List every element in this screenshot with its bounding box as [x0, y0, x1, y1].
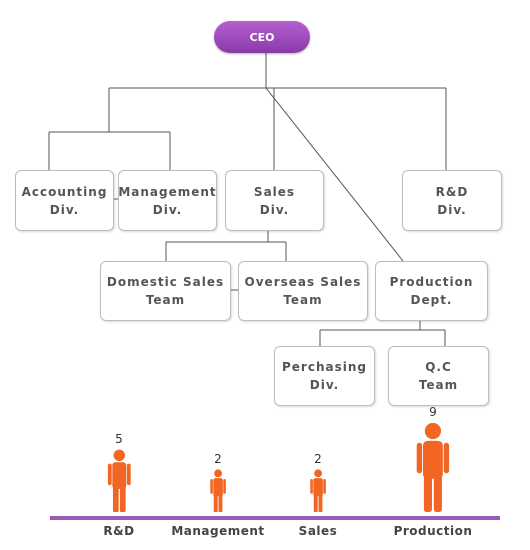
node-label-line1: Perchasing [282, 360, 367, 374]
node-label-line1: Q.C [425, 360, 452, 374]
node-label-line2: Div. [437, 202, 467, 217]
node-label-line2: Div. [259, 202, 290, 217]
headcount-label: 2 [314, 451, 322, 466]
node-purchasing-div: Perchasing Div. [274, 346, 375, 406]
headcount-label: 9 [429, 405, 437, 419]
node-label-line1: R&D [435, 184, 469, 199]
node-sales-div: Sales Div. [225, 170, 324, 231]
node-overseas-sales-team: Overseas Sales Team [238, 261, 368, 321]
node-production-dept: Production Dept. [375, 261, 488, 321]
category-label: R&D [103, 524, 135, 538]
node-label-line2: Team [283, 293, 323, 307]
node-label-line2: Div. [309, 378, 340, 392]
node-accounting-div: Accounting Div. [15, 170, 114, 231]
pictograph-baseline [50, 516, 500, 520]
node-management-div: Management Div. [118, 170, 217, 231]
node-label-line1: Accounting [21, 184, 108, 199]
node-label-line2: Div. [49, 202, 80, 217]
node-rnd-div: R&D Div. [402, 170, 502, 231]
node-label-line2: Div. [152, 202, 183, 217]
person-icon [210, 469, 226, 512]
node-label-line1: Sales [253, 184, 296, 199]
ceo-node: CEO [214, 21, 310, 53]
node-label-line1: Management [118, 184, 217, 199]
node-label-line2: Dept. [410, 293, 453, 307]
node-label-line2: Team [418, 378, 459, 392]
category-label: Management [171, 524, 265, 538]
category-label: Sales [298, 524, 338, 538]
person-icon [310, 469, 326, 512]
headcount-label: 2 [214, 451, 222, 466]
node-label-line1: Domestic Sales [106, 275, 225, 289]
node-label-line1: Production [389, 275, 474, 289]
node-label-line1: Overseas Sales [244, 275, 362, 289]
person-icon [416, 422, 450, 512]
node-qc-team: Q.C Team [388, 346, 489, 406]
headcount-label: 5 [115, 431, 123, 446]
node-label-line2: Team [145, 293, 186, 307]
category-label: Production [393, 524, 473, 538]
node-domestic-sales-team: Domestic Sales Team [100, 261, 231, 321]
person-icon [107, 449, 131, 512]
